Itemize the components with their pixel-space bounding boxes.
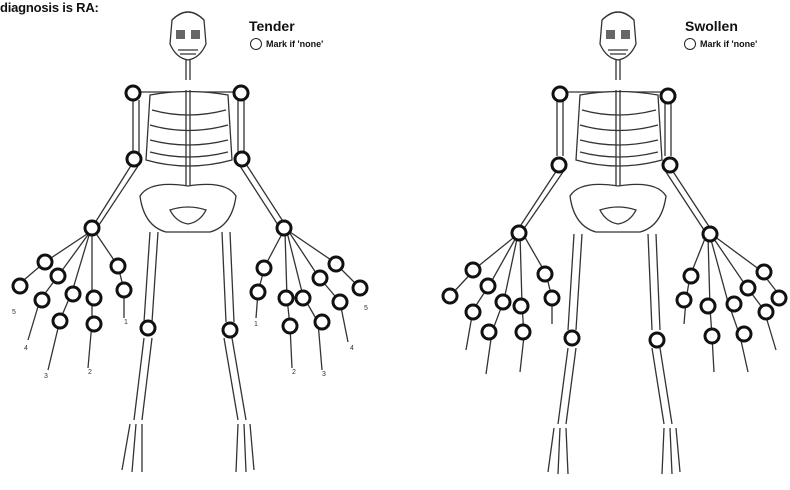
- left-pip3-joint[interactable]: [482, 325, 496, 339]
- right-knee-joint[interactable]: [650, 333, 664, 347]
- left-elbow-joint[interactable]: [552, 158, 566, 172]
- right-pip4-joint[interactable]: [759, 305, 773, 319]
- left-mcp5-joint[interactable]: [38, 255, 52, 269]
- finger-number-5: 5: [12, 309, 16, 316]
- swollen-panel: Swollen Mark if 'none': [395, 0, 790, 490]
- swollen-skeleton: [395, 0, 790, 490]
- right-pip4-joint[interactable]: [333, 295, 347, 309]
- left-pip1-joint[interactable]: [117, 283, 131, 297]
- skull: [600, 12, 636, 80]
- left-shoulder-joint[interactable]: [553, 87, 567, 101]
- finger-number-2: 2: [88, 369, 92, 376]
- right-pip3-joint[interactable]: [315, 315, 329, 329]
- right-pip2-joint[interactable]: [283, 319, 297, 333]
- left-pip2-joint[interactable]: [87, 317, 101, 331]
- right-shoulder-joint[interactable]: [661, 89, 675, 103]
- left-mcp3-joint[interactable]: [496, 295, 510, 309]
- left-knee-joint[interactable]: [565, 331, 579, 345]
- left-pip4-joint[interactable]: [35, 293, 49, 307]
- finger-number-1: 1: [254, 321, 258, 328]
- left-mcp4-joint[interactable]: [51, 269, 65, 283]
- right-mcp4-joint[interactable]: [741, 281, 755, 295]
- left-wrist-joint[interactable]: [512, 226, 526, 240]
- left-pip2-joint[interactable]: [516, 325, 530, 339]
- left-elbow-joint[interactable]: [127, 152, 141, 166]
- left-mcp4-joint[interactable]: [481, 279, 495, 293]
- legs: [548, 234, 680, 474]
- finger-number-1: 1: [124, 319, 128, 326]
- right-mcp4-joint[interactable]: [313, 271, 327, 285]
- finger-number-3: 3: [44, 373, 48, 380]
- left-mcp2-joint[interactable]: [87, 291, 101, 305]
- right-shoulder-joint[interactable]: [234, 86, 248, 100]
- left-mcp1-joint[interactable]: [538, 267, 552, 281]
- right-mcp1-joint[interactable]: [684, 269, 698, 283]
- finger-number-4: 4: [24, 345, 28, 352]
- right-elbow-joint[interactable]: [663, 158, 677, 172]
- finger-number-4: 4: [350, 345, 354, 352]
- right-pip5-joint[interactable]: [772, 291, 786, 305]
- left-wrist-joint[interactable]: [85, 221, 99, 235]
- torso: [561, 90, 666, 232]
- tender-skeleton: 5 4 3 2 1 1 2 3 4 5: [0, 0, 395, 490]
- legs: [122, 232, 254, 472]
- left-mcp1-joint[interactable]: [111, 259, 125, 273]
- tender-panel: Tender Mark if 'none': [0, 0, 395, 490]
- right-mcp3-joint[interactable]: [727, 297, 741, 311]
- torso: [136, 90, 240, 232]
- right-pip5-joint[interactable]: [353, 281, 367, 295]
- left-mcp2-joint[interactable]: [514, 299, 528, 313]
- skull: [170, 12, 206, 80]
- left-mcp3-joint[interactable]: [66, 287, 80, 301]
- left-pip4-joint[interactable]: [466, 305, 480, 319]
- left-shoulder-joint[interactable]: [126, 86, 140, 100]
- left-pip3-joint[interactable]: [53, 314, 67, 328]
- right-mcp2-joint[interactable]: [701, 299, 715, 313]
- left-pip5-joint[interactable]: [13, 279, 27, 293]
- right-wrist-joint[interactable]: [277, 221, 291, 235]
- right-pip2-joint[interactable]: [705, 329, 719, 343]
- right-mcp2-joint[interactable]: [279, 291, 293, 305]
- right-mcp3-joint[interactable]: [296, 291, 310, 305]
- finger-number-2: 2: [292, 369, 296, 376]
- right-mcp5-joint[interactable]: [329, 257, 343, 271]
- right-pip1-joint[interactable]: [677, 293, 691, 307]
- right-wrist-joint[interactable]: [703, 227, 717, 241]
- left-mcp5-joint[interactable]: [466, 263, 480, 277]
- right-mcp5-joint[interactable]: [757, 265, 771, 279]
- finger-number-5: 5: [364, 305, 368, 312]
- left-knee-joint[interactable]: [141, 321, 155, 335]
- left-pip1-joint[interactable]: [545, 291, 559, 305]
- right-pip3-joint[interactable]: [737, 327, 751, 341]
- finger-number-3: 3: [322, 371, 326, 378]
- right-knee-joint[interactable]: [223, 323, 237, 337]
- right-elbow-joint[interactable]: [235, 152, 249, 166]
- left-pip5-joint[interactable]: [443, 289, 457, 303]
- right-pip1-joint[interactable]: [251, 285, 265, 299]
- right-mcp1-joint[interactable]: [257, 261, 271, 275]
